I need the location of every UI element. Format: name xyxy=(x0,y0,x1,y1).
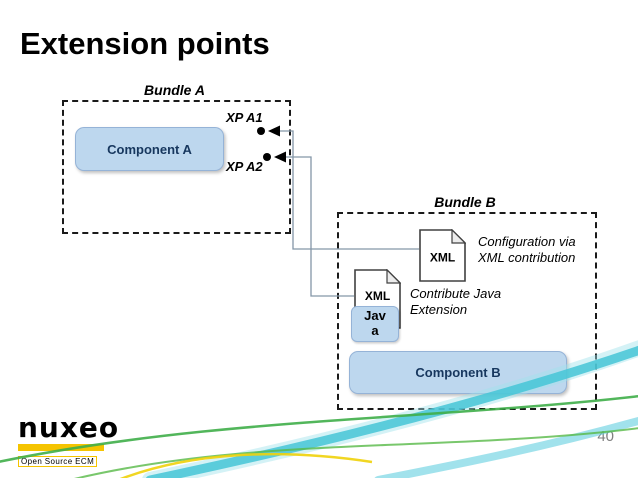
xml-document-icon: XML xyxy=(419,229,466,282)
nuxeo-logo-bar xyxy=(18,444,104,451)
component-b-box: Component B xyxy=(349,351,567,394)
nuxeo-logo-text: nuxeo xyxy=(18,411,120,444)
xp-a2-label: XP A2 xyxy=(226,159,263,174)
page-title: Extension points xyxy=(20,26,270,61)
xml-contribution-note: Configuration via XML contribution xyxy=(478,234,576,265)
java-extension-note: Contribute Java Extension xyxy=(410,286,502,317)
java-extension-box: Java xyxy=(351,306,399,342)
nuxeo-logo: nuxeo Open Source ECM xyxy=(18,414,119,469)
nuxeo-logo-tagline: Open Source ECM xyxy=(18,456,98,467)
bundle-a-label: Bundle A xyxy=(144,82,205,98)
page-number: 40 xyxy=(597,428,614,445)
component-b-label: Component B xyxy=(415,365,501,380)
bundle-b-label: Bundle B xyxy=(434,194,496,210)
xp-a1-label: XP A1 xyxy=(226,110,263,125)
xml-doc2-label: XML xyxy=(364,289,391,304)
component-a-box: Component A xyxy=(75,127,224,171)
xml-doc1-label: XML xyxy=(429,250,456,265)
component-a-label: Component A xyxy=(107,141,192,157)
